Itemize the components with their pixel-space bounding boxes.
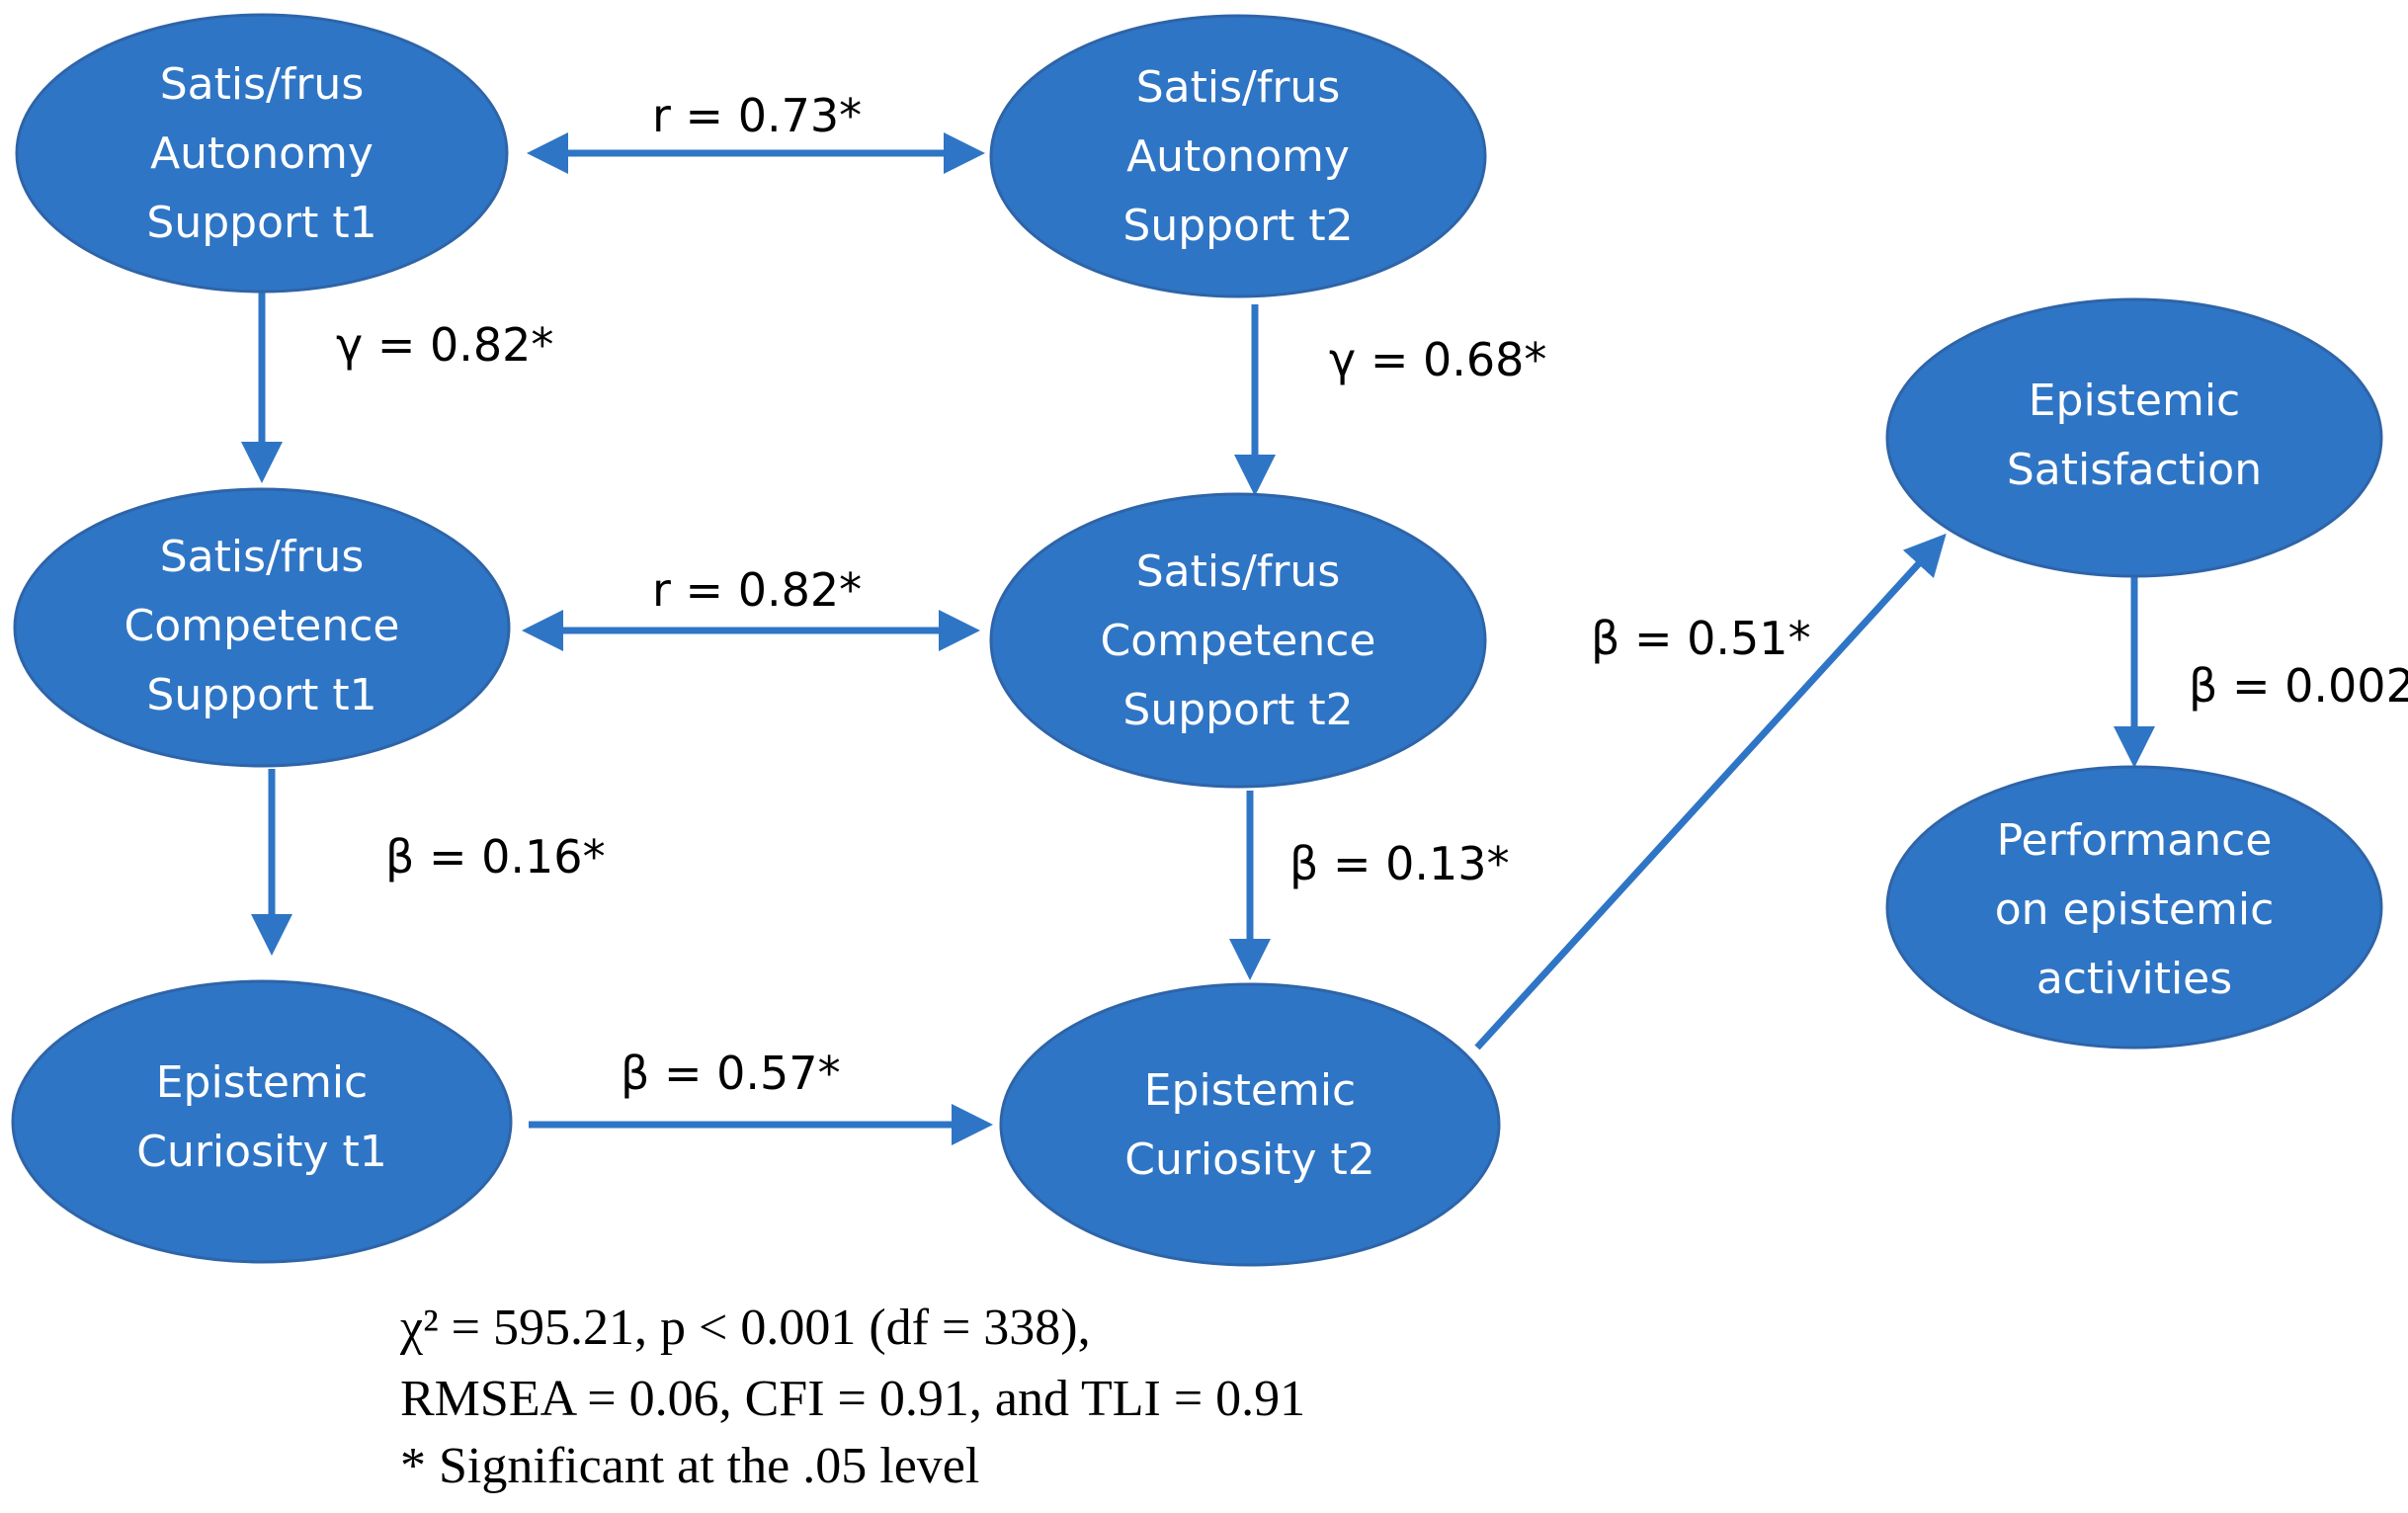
node-label-line: Support t1 [146,198,376,248]
node-label-line: Support t2 [1122,685,1353,735]
node-label-line: Satisfaction [2007,445,2262,495]
node-label-line: Competence [125,601,400,651]
node-label-line: Epistemic [1144,1065,1356,1116]
node-label-line: Support t1 [146,670,376,720]
coef-autonomy1-competence1: γ = 0.82* [336,318,553,372]
node-label-line: Curiosity t1 [136,1127,387,1177]
node-label-line: Epistemic [2029,376,2240,426]
node-performance-epistemic-activities: Performance on epistemic activities [1885,765,2383,1050]
node-label-line: Epistemic [156,1057,368,1108]
node-label-line: Satis/frus [1136,546,1341,597]
coef-autonomy-correlation: r = 0.73* [652,89,862,142]
node-label-line: Satis/frus [160,532,365,582]
node-label-line: Support t2 [1122,201,1353,251]
fit-statistics-line-2: RMSEA = 0.06, CFI = 0.91, and TLI = 0.91 [400,1371,1305,1427]
node-epistemic-curiosity-t1: Epistemic Curiosity t1 [11,979,513,1264]
coef-competence2-curiosity2: β = 0.13* [1289,837,1510,890]
node-label-line: activities [2036,954,2232,1004]
coef-curiosity1-curiosity2: β = 0.57* [621,1047,841,1100]
node-epistemic-satisfaction: Epistemic Satisfaction [1885,297,2383,578]
coef-autonomy2-competence2: γ = 0.68* [1329,333,1546,386]
coef-curiosity2-satisfaction: β = 0.51* [1591,612,1811,665]
node-label-line: Curiosity t2 [1124,1135,1375,1185]
fit-statistics-line-1: χ² = 595.21, p < 0.001 (df = 338), [399,1300,1091,1356]
node-label-line: Satis/frus [1136,62,1341,113]
node-label-line: Autonomy [150,128,374,179]
node-label-line: on epistemic [1995,884,2275,935]
node-competence-support-t1: Satis/frus Competence Support t1 [13,487,511,768]
node-autonomy-support-t2: Satis/frus Autonomy Support t2 [989,14,1487,298]
coef-satisfaction-performance: β = 0.002 [2189,659,2408,713]
path-arrow-curiosity2-satisfaction [1474,533,1947,1051]
significance-note: * Significant at the .05 level [400,1438,979,1494]
node-competence-support-t2: Satis/frus Competence Support t2 [989,492,1487,789]
coef-competence1-curiosity1: β = 0.16* [385,830,606,883]
node-label-line: Performance [1997,815,2273,866]
coef-competence-correlation: r = 0.82* [652,563,862,617]
node-epistemic-curiosity-t2: Epistemic Curiosity t2 [999,982,1501,1267]
node-label-line: Satis/frus [160,59,365,110]
node-autonomy-support-t1: Satis/frus Autonomy Support t1 [15,13,509,294]
node-label-line: Autonomy [1126,131,1350,182]
node-label-line: Competence [1101,616,1376,666]
